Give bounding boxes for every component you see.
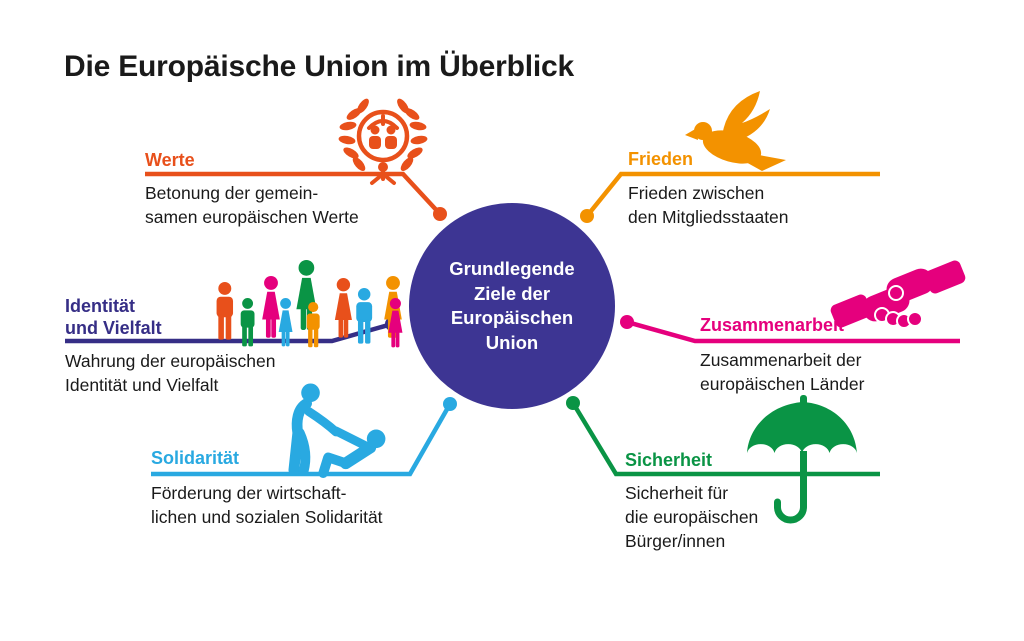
topic-desc-zusammenarbeit: Zusammenarbeit der europäischen Länder bbox=[700, 350, 865, 394]
page-title: Die Europäische Union im Überblick bbox=[64, 50, 574, 83]
topic-desc-solidaritaet: Förderung der wirtschaft- lichen und soz… bbox=[151, 483, 383, 527]
topic-desc-frieden: Frieden zwischen den Mitgliedsstaaten bbox=[628, 183, 789, 227]
topic-desc-identitaet: Wahrung der europäischen Identität und V… bbox=[65, 351, 276, 395]
connector-solidaritaet bbox=[151, 397, 457, 477]
helping-hand-icon bbox=[288, 383, 386, 478]
connector-werte bbox=[145, 171, 447, 221]
central-goal-circle: Grundlegende Ziele der Europäischen Unio… bbox=[409, 203, 615, 409]
topic-desc-sicherheit: Sicherheit für die europäischen Bürger/i… bbox=[625, 483, 759, 551]
topic-label-sicherheit: Sicherheit bbox=[625, 450, 713, 470]
topic-desc-werte: Betonung der gemein- samen europäischen … bbox=[145, 183, 359, 227]
topic-label-identitaet: Identität und Vielfalt bbox=[65, 296, 162, 338]
umbrella-icon bbox=[747, 395, 857, 524]
connector-sicherheit bbox=[566, 396, 880, 477]
community-emblem-icon bbox=[338, 98, 428, 185]
handshake-icon bbox=[830, 260, 966, 329]
topic-label-zusammenarbeit: Zusammenarbeit bbox=[700, 315, 845, 335]
people-group-icon bbox=[216, 260, 403, 348]
topic-label-werte: Werte bbox=[145, 150, 195, 170]
connector-zusammenarbeit bbox=[620, 315, 960, 344]
dove-icon bbox=[685, 91, 786, 171]
connector-frieden bbox=[580, 171, 880, 223]
topic-label-frieden: Frieden bbox=[628, 149, 694, 169]
central-goal-label: Grundlegende Ziele der Europäischen Unio… bbox=[449, 258, 575, 353]
topic-label-solidaritaet: Solidarität bbox=[151, 448, 240, 468]
